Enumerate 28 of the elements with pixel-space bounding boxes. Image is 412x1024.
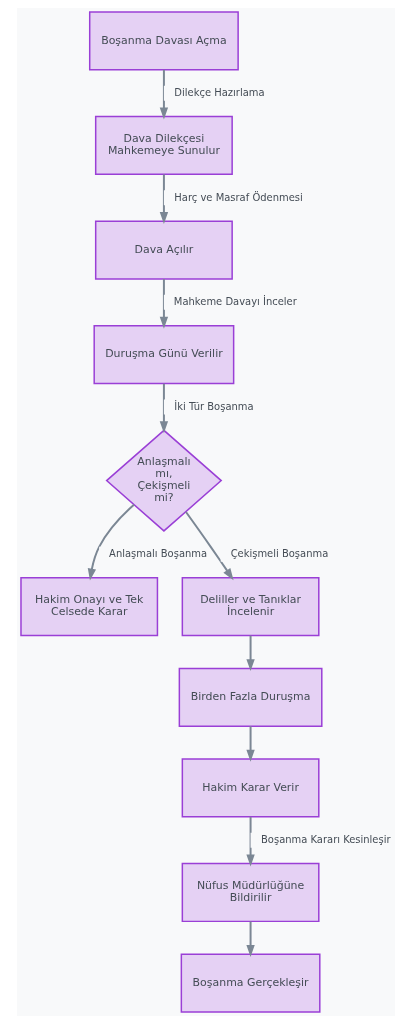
node-box: Duruşma Günü Verilir (93, 325, 235, 385)
node-box: Boşanma Gerçekleşir (180, 953, 321, 1013)
arrow (159, 382, 169, 434)
edge-label: Çekişmeli Boşanma (230, 548, 329, 560)
node-box: Dava Açılır (94, 220, 233, 280)
arrow (246, 634, 255, 672)
edge-label: Anlaşmalı Boşanma (109, 548, 208, 560)
arrow (159, 173, 169, 225)
arrow (185, 511, 234, 581)
edge-label: Mahkeme Davayı İnceler (173, 296, 297, 308)
edge-label: Dilekçe Hazırlama (174, 87, 265, 99)
node-box: Boşanma Davası Açma (88, 11, 239, 71)
arrow (159, 68, 169, 120)
node-box: Hakim Karar Verir (181, 758, 320, 818)
arrow (246, 725, 255, 762)
arrow (246, 920, 255, 957)
edge-label: Boşanma Kararı Kesinleşir (261, 834, 391, 846)
arrow (159, 278, 169, 329)
node-box: Hakim Onayı ve Tek Celsede Karar (20, 577, 159, 637)
edge-label: Harç ve Masraf Ödenmesi (174, 191, 303, 203)
node-box: Birden Fazla Duruşma (178, 667, 323, 727)
edge-label: İki Tür Boşanma (174, 400, 254, 412)
arrow (87, 503, 135, 581)
arrow (246, 815, 255, 867)
node-diamond: Anlaşmalı mı, Çekişmeli mi? (105, 429, 223, 532)
node-box: Dava Dilekçesi Mahkemeye Sunulur (94, 115, 233, 176)
node-box: Deliller ve Tanıklar İncelenir (181, 577, 320, 637)
node-box: Nüfus Müdürlüğüne Bildirilir (181, 862, 320, 923)
